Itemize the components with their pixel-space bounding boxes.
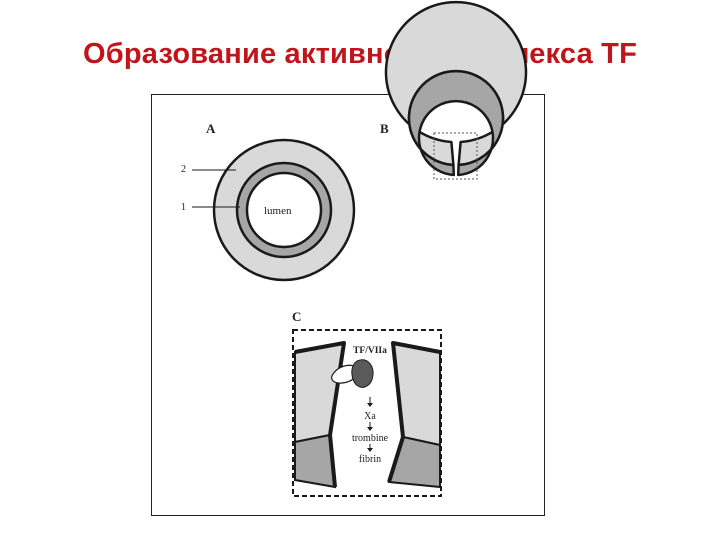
cascade-arrow-head-1 <box>367 403 373 407</box>
lumen-label: lumen <box>264 205 292 217</box>
cascade-trombine: trombine <box>352 433 389 444</box>
panel-b: B <box>380 0 528 180</box>
left-wall-edge <box>294 341 346 488</box>
panel-a: A lumen 2 1 <box>181 121 356 282</box>
vessel-a-lumen <box>245 171 323 249</box>
callout-2-label: 2 <box>181 164 186 175</box>
panel-b-label: B <box>380 121 389 136</box>
injury-highlight-box <box>433 132 478 180</box>
cascade-tf-viia: TF/VIIa <box>353 346 387 356</box>
cascade-fibrin: fibrin <box>359 454 381 465</box>
cascade-arrow-head-2 <box>367 427 373 431</box>
panel-a-label: A <box>206 121 216 136</box>
right-wall-edge <box>387 341 441 483</box>
callout-1-label: 1 <box>181 202 186 213</box>
vessel-b-inner-layer <box>407 69 505 177</box>
magnified-frame <box>292 329 442 497</box>
panel-c: C TF/VIIa Xa trombine fibrin <box>292 309 442 497</box>
cascade-xa: Xa <box>364 411 376 422</box>
factor-viia-shape <box>351 359 374 388</box>
slide-title: Образование активного комплекса TF <box>82 38 637 70</box>
cascade-arrow-head-3 <box>367 448 373 452</box>
panel-c-label: C <box>292 309 301 324</box>
